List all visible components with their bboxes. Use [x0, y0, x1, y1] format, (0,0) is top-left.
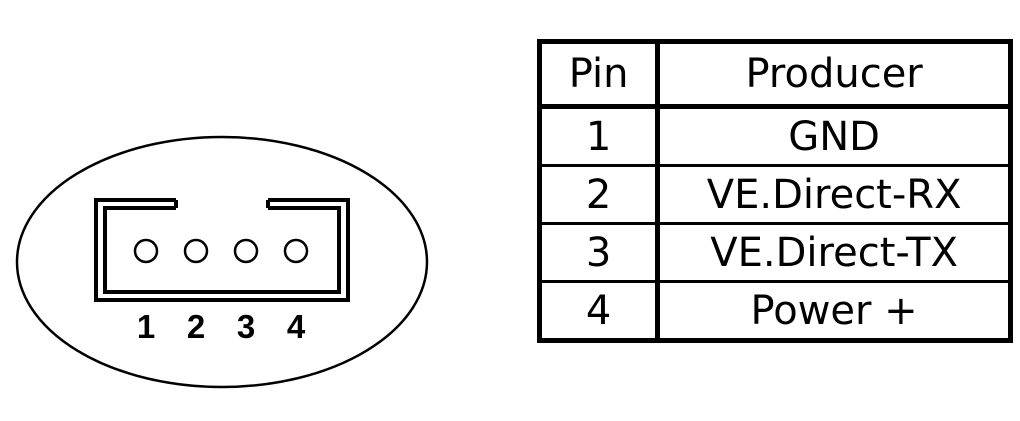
header-producer: Producer	[656, 40, 1012, 109]
pin-holes	[133, 238, 309, 264]
connector-diagram: 1 2 3 4	[15, 135, 429, 389]
connector-outline	[15, 135, 429, 389]
cell-producer: GND	[656, 105, 1012, 167]
cell-pin: 4	[537, 280, 661, 342]
cell-producer: VE.Direct-TX	[656, 222, 1012, 283]
table-row: 4 Power +	[537, 280, 1012, 342]
cell-producer: Power +	[656, 280, 1012, 342]
pin-hole-1	[133, 238, 159, 264]
pin-number-labels: 1 2 3 4	[137, 308, 306, 345]
pin-hole-3	[233, 238, 259, 264]
pin-hole-2	[183, 238, 209, 264]
pin-hole-4	[283, 238, 309, 264]
cell-pin: 1	[537, 105, 661, 167]
pin-number-3: 3	[237, 308, 255, 345]
pin-number-1: 1	[137, 308, 155, 345]
cell-producer: VE.Direct-RX	[656, 164, 1012, 225]
table-row: 1 GND	[537, 105, 1012, 167]
pin-number-2: 2	[187, 308, 205, 345]
table-row: 2 VE.Direct-RX	[537, 164, 1012, 225]
pinout-table: Pin Producer 1 GND 2 VE.Direct-RX 3 VE.D…	[537, 39, 1013, 343]
connector-housing	[94, 198, 350, 302]
cell-pin: 2	[537, 164, 661, 225]
cell-pin: 3	[537, 222, 661, 283]
table-header-row: Pin Producer	[537, 40, 1012, 109]
header-pin: Pin	[537, 40, 661, 109]
table-row: 3 VE.Direct-TX	[537, 222, 1012, 283]
pin-number-4: 4	[287, 308, 306, 345]
